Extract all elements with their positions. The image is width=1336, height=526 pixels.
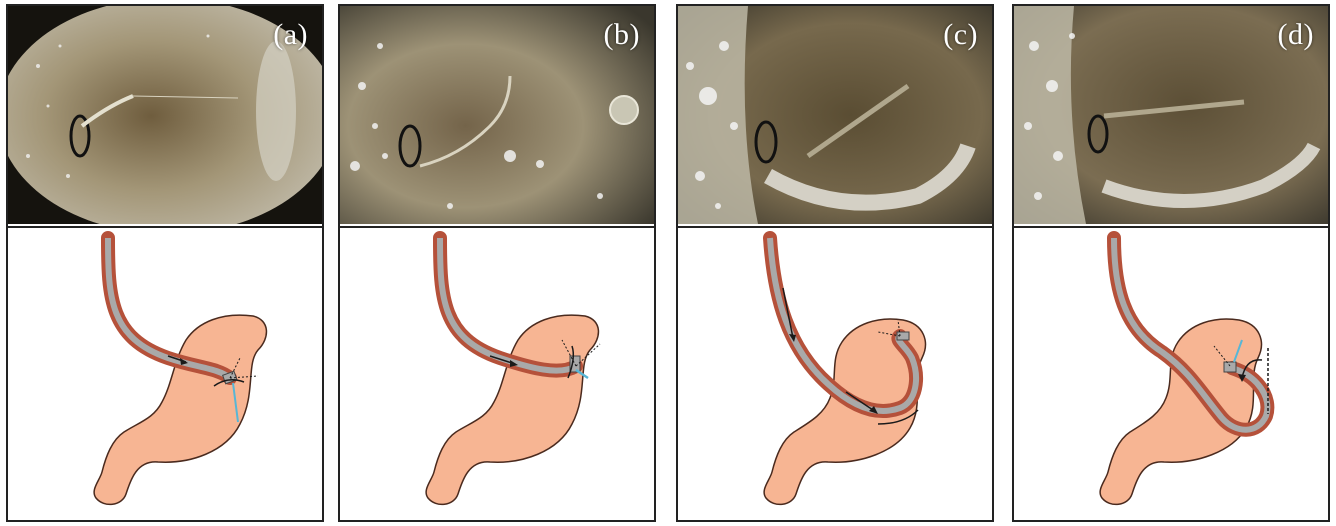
stomach-diagram-d	[1014, 226, 1328, 522]
endoscopic-photo-d: (d)	[1014, 6, 1328, 224]
panel-a: (a)	[6, 4, 324, 522]
endoscopic-photo-c: (c)	[678, 6, 992, 224]
panel-c: (c)	[676, 4, 994, 522]
stomach-diagram-c	[678, 226, 992, 522]
panel-label-a: (a)	[273, 18, 308, 52]
capsule-device	[1224, 362, 1236, 372]
endoscopic-photo-b: (b)	[340, 6, 654, 224]
panel-label-b: (b)	[604, 18, 640, 52]
stomach-diagram-b	[340, 226, 654, 522]
panel-b: (b)	[338, 4, 656, 522]
stomach-diagram-a	[8, 226, 322, 522]
stomach-illustration	[1100, 319, 1261, 504]
stomach-illustration	[426, 315, 598, 504]
panel-label-c: (c)	[943, 18, 978, 52]
panel-label-d: (d)	[1278, 18, 1314, 52]
panel-d: (d)	[1012, 4, 1330, 522]
endoscopic-photo-a: (a)	[8, 6, 322, 224]
stomach-illustration	[94, 315, 266, 504]
